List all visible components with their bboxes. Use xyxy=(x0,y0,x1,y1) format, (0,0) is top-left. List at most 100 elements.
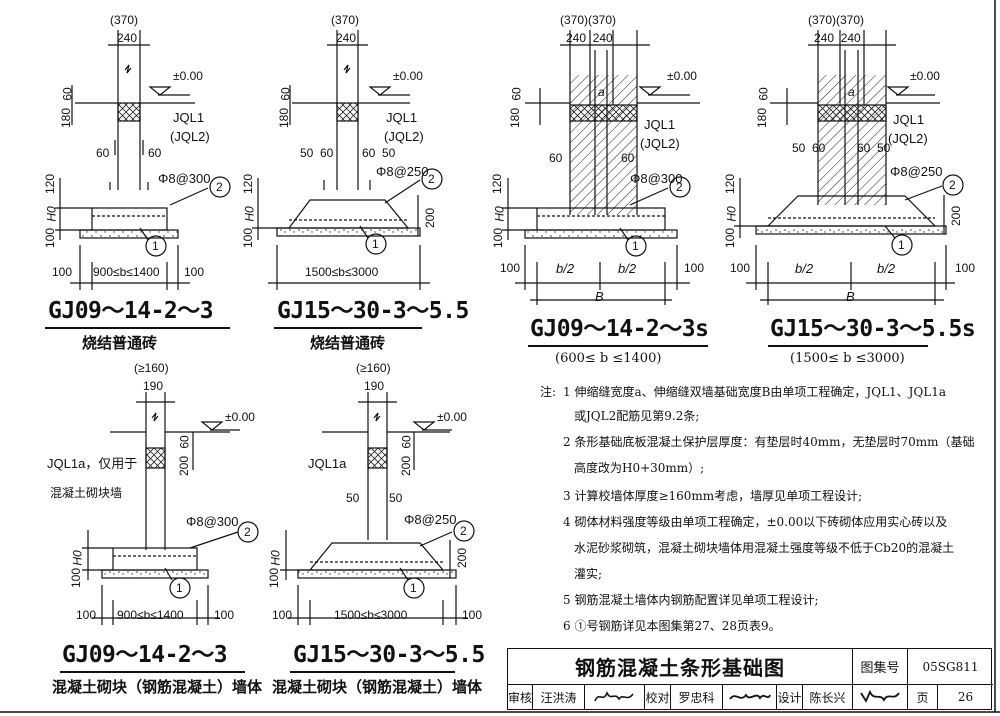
dim-120: 120 xyxy=(490,173,505,195)
elevation: ±0.00 xyxy=(667,69,697,83)
side-dim: 60 xyxy=(812,141,826,155)
wall-width-alt: (370)(370) xyxy=(808,13,865,27)
dim-100: 100 xyxy=(723,227,738,249)
rebar-marker-1: 1 xyxy=(372,237,379,251)
elevation: ±0.00 xyxy=(910,69,940,83)
code-underline xyxy=(274,327,422,329)
elevation: ±0.00 xyxy=(173,69,203,83)
dim-100-left: 100 xyxy=(52,265,73,279)
side-dim: 60 xyxy=(549,151,563,165)
side-dim: 50 xyxy=(877,141,891,155)
code-underline xyxy=(290,671,455,673)
page-number: 26 xyxy=(957,690,974,704)
wall-width: 190 xyxy=(143,379,164,393)
note-line: 高度改为H0+30mm）; xyxy=(574,461,705,475)
atlas-number: 05SG811 xyxy=(908,649,993,685)
detail-code: GJ15～30-3～5.5s xyxy=(770,316,976,342)
beam-note: 混凝土砌块墙 xyxy=(50,486,123,500)
dim-200: 200 xyxy=(399,455,414,477)
dim-100-right: 100 xyxy=(955,261,976,275)
dim-200-right: 200 xyxy=(455,547,470,569)
material-caption: 烧结普通砖 xyxy=(82,334,158,352)
detail-5-graphic xyxy=(82,392,259,625)
rebar-marker-2: 2 xyxy=(216,180,223,194)
material-caption: 混凝土砌块（钢筋混凝土）墙体 xyxy=(52,678,263,696)
side-dim: 50 xyxy=(382,146,396,160)
wall-width-alt: (370) xyxy=(110,13,139,27)
width-range: (1500≤ b ≤3000) xyxy=(790,351,905,366)
page-label: 页 xyxy=(908,685,938,709)
rebar-label: Φ8@300 xyxy=(630,171,683,186)
elevation: ±0.00 xyxy=(393,69,423,83)
note-line: 3 计算校墙体厚度≥160mm考虑，墙厚见单项工程设计; xyxy=(563,489,863,503)
beam-label: JQL1a xyxy=(308,456,347,471)
beam-alt-label: (JQL2) xyxy=(640,136,680,151)
dim-100-right: 100 xyxy=(462,608,483,622)
code-underline xyxy=(60,671,245,673)
rebar-marker-2: 2 xyxy=(949,178,956,192)
rebar-label: Φ8@250 xyxy=(890,164,943,179)
code-underline xyxy=(768,345,928,347)
material-caption: 混凝土砌块（钢筋混凝土）墙体 xyxy=(272,678,483,696)
rebar-marker-2: 2 xyxy=(244,525,251,539)
rebar-label: Φ8@250 xyxy=(376,164,429,179)
material-caption: 烧结普通砖 xyxy=(310,334,386,352)
note-line: 灌实; xyxy=(574,567,603,581)
beam-label: JQL1 xyxy=(386,110,418,125)
dim-180: 180 xyxy=(277,107,292,129)
dim-100-right: 100 xyxy=(214,608,235,622)
wall-width: 240 xyxy=(336,31,357,45)
reviewer-name: 汪洪涛 xyxy=(533,685,585,709)
side-dim: 50 xyxy=(389,491,403,505)
dim-60: 60 xyxy=(399,435,414,449)
dim-100: 100 xyxy=(241,227,256,249)
dim-100-left: 100 xyxy=(76,608,97,622)
dim-180: 180 xyxy=(59,107,74,129)
wall-width-alt: (370)(370) xyxy=(560,13,617,27)
checker-signature xyxy=(723,685,777,709)
side-dim: 60 xyxy=(621,151,635,165)
elevation: ±0.00 xyxy=(437,410,467,424)
wall-width: 240 240 xyxy=(814,31,861,45)
side-dim: 60 xyxy=(320,146,334,160)
half-width: b/2 xyxy=(795,261,814,276)
beam-label: JQL1a，仅用于 xyxy=(47,456,138,471)
note-line: 水泥砂浆砌筑，混凝土砌块墙体用混凝土强度等级不低于Cb20的混凝土 xyxy=(574,541,955,555)
review-label: 审核 xyxy=(508,685,533,709)
beam-alt-label: (JQL2) xyxy=(170,129,210,144)
side-dim: 60 xyxy=(148,146,162,160)
designer-name: 陈长兴 xyxy=(803,685,853,709)
side-dim: 60 xyxy=(857,141,871,155)
dim-h0: H0 xyxy=(268,550,283,566)
dim-100: 100 xyxy=(491,227,506,249)
reviewer-signature xyxy=(585,685,645,709)
detail-code: GJ15～30-3～5.5 xyxy=(293,642,485,668)
rebar-label: Φ8@250 xyxy=(404,512,457,527)
dim-h0: H0 xyxy=(70,550,85,566)
drawing-title: 钢筋混凝土条形基础图 xyxy=(508,649,853,685)
half-width: b/2 xyxy=(618,261,637,276)
rebar-marker-1: 1 xyxy=(152,239,159,253)
rebar-marker-1: 1 xyxy=(176,581,183,595)
atlas-label: 图集号 xyxy=(853,649,908,685)
width-range: (600≤ b ≤1400) xyxy=(555,351,662,366)
elevation: ±0.00 xyxy=(225,410,255,424)
wall-width: 240 xyxy=(117,31,138,45)
beam-label: JQL1 xyxy=(644,117,676,132)
dim-120: 120 xyxy=(723,173,738,195)
half-width: b/2 xyxy=(556,261,575,276)
wall-width-alt: (370) xyxy=(331,13,360,27)
rebar-label: Φ8@300 xyxy=(186,514,239,529)
detail-code: GJ09～14-2～3 xyxy=(48,298,214,324)
detail-1-graphic xyxy=(55,30,231,290)
width-range: 900≤b≤1400 xyxy=(117,608,184,622)
dim-100: 100 xyxy=(267,567,282,589)
note-line: 1 伸缩缝宽度a、伸缩缝双墙基础宽度B由单项工程确定，JQL1、JQL1a xyxy=(563,385,947,399)
rebar-marker-2: 2 xyxy=(460,524,467,538)
dim-180: 180 xyxy=(755,107,770,129)
detail-6-graphic xyxy=(280,392,475,625)
side-dim: 50 xyxy=(300,146,314,160)
dim-100: 100 xyxy=(43,227,58,249)
beam-alt-label: (JQL2) xyxy=(888,131,928,146)
